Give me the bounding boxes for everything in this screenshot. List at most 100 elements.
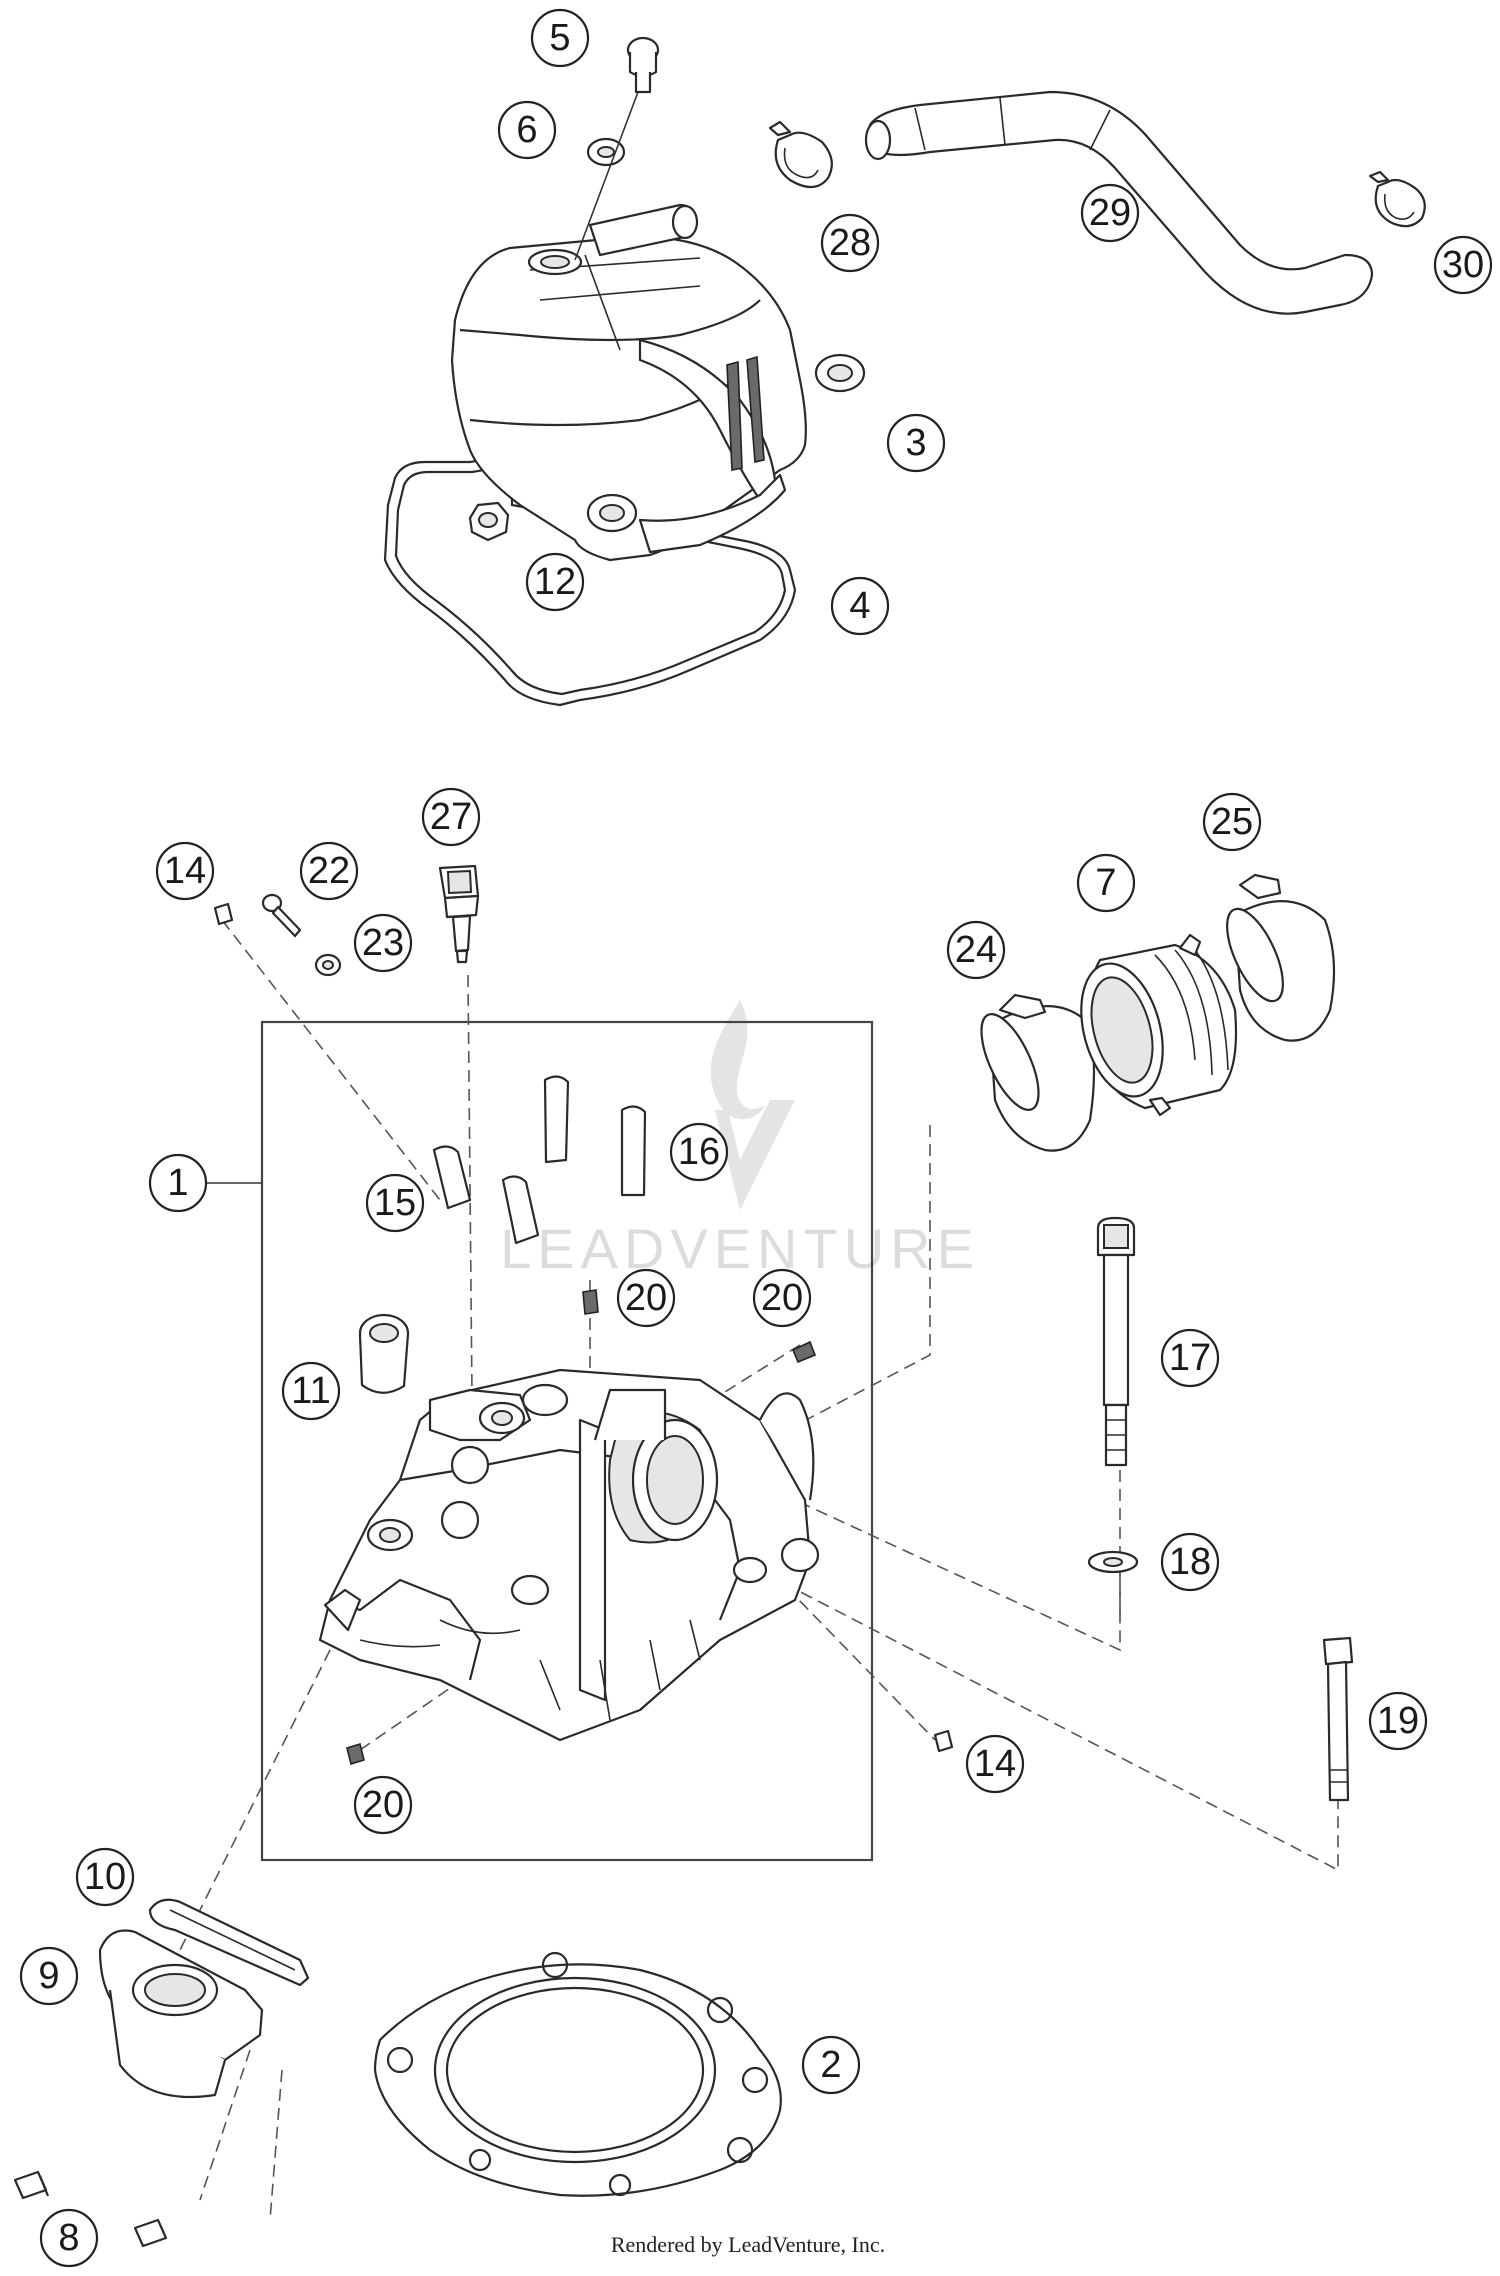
callout-29: 29	[1080, 183, 1140, 243]
svg-text:23: 23	[362, 922, 404, 964]
callout-7: 7	[1076, 853, 1136, 913]
svg-text:24: 24	[955, 929, 997, 971]
callout-22: 22	[299, 841, 359, 901]
hose-clamp-part	[1368, 170, 1426, 228]
seal-washer-part	[586, 137, 626, 167]
breather-hose-part	[864, 90, 1374, 315]
dashed-leader	[719, 1344, 801, 1396]
svg-text:15: 15	[374, 1182, 416, 1224]
callout-24: 24	[946, 920, 1006, 980]
svg-text:6: 6	[516, 109, 537, 151]
intake-clamp-part	[1226, 873, 1336, 1042]
svg-text:7: 7	[1095, 862, 1116, 904]
callout-30: 30	[1433, 235, 1493, 295]
cylinder-head-part	[318, 1368, 820, 1742]
callout-17: 17	[1160, 1328, 1220, 1388]
valve-guide-part	[543, 1075, 647, 1197]
dowel-pin-part	[933, 1729, 954, 1753]
svg-text:1: 1	[167, 1162, 188, 1204]
callout-3: 3	[886, 413, 946, 473]
callout-15: 15	[365, 1173, 425, 1233]
callout-5: 5	[530, 8, 590, 68]
callout-14: 14	[965, 1734, 1025, 1794]
svg-text:20: 20	[761, 1277, 803, 1319]
svg-text:28: 28	[829, 222, 871, 264]
svg-text:18: 18	[1169, 1541, 1211, 1583]
intake-flange-part	[98, 1929, 264, 2099]
svg-text:16: 16	[678, 1131, 720, 1173]
svg-text:12: 12	[534, 561, 576, 603]
set-screw-part	[582, 1289, 599, 1315]
dashed-leader	[199, 2049, 251, 2201]
svg-text:17: 17	[1169, 1337, 1211, 1379]
callout-20: 20	[616, 1268, 676, 1328]
cylinder-head-group-box	[260, 1020, 874, 1862]
oil-plug-part	[261, 893, 302, 938]
dashed-leader	[467, 974, 473, 1396]
valve-guide-part	[432, 1145, 540, 1245]
callout-14: 14	[155, 841, 215, 901]
svg-text:27: 27	[430, 796, 472, 838]
svg-text:20: 20	[362, 1784, 404, 1826]
valve-cover-part	[450, 203, 866, 562]
callout-23: 23	[353, 913, 413, 973]
set-screw-part	[791, 1340, 817, 1364]
bolt-leader-line	[574, 91, 639, 261]
intake-gasket-part	[148, 1898, 310, 1987]
hose-clamp-part	[768, 120, 833, 189]
callout-12: 12	[525, 552, 585, 612]
dashed-leader	[729, 1469, 1121, 1652]
callout-2: 2	[801, 2035, 861, 2095]
bolt-washer-part	[1087, 1550, 1139, 1574]
dashed-leader	[159, 1649, 331, 1991]
watermark: LEADVENTURE	[500, 1000, 980, 1280]
intake-boot-part	[1080, 933, 1238, 1117]
callout-18: 18	[1160, 1532, 1220, 1592]
flange-bolt-part	[133, 2218, 168, 2248]
svg-text:19: 19	[1377, 1700, 1419, 1742]
svg-text:25: 25	[1211, 801, 1253, 843]
dashed-leader	[699, 1539, 1339, 1872]
svg-text:11: 11	[291, 1370, 330, 1412]
render-credit: Rendered by LeadVenture, Inc.	[611, 2232, 885, 2257]
flange-bolt-part	[13, 2170, 50, 2200]
callout-10: 10	[75, 1847, 135, 1907]
svg-text:10: 10	[84, 1856, 126, 1898]
svg-text:29: 29	[1089, 192, 1131, 234]
callout-16: 16	[669, 1122, 729, 1182]
svg-text:2: 2	[820, 2044, 841, 2086]
cover-bolt-part	[626, 36, 660, 94]
svg-text:30: 30	[1442, 244, 1484, 286]
callout-1: 1	[148, 1153, 208, 1213]
callout-25: 25	[1202, 792, 1262, 852]
callout-20: 20	[752, 1268, 812, 1328]
svg-text:22: 22	[308, 850, 350, 892]
dashed-leader	[269, 2069, 283, 2221]
svg-text:9: 9	[38, 1955, 59, 1997]
callout-27: 27	[421, 787, 481, 847]
svg-text:14: 14	[164, 850, 206, 892]
svg-text:5: 5	[549, 17, 570, 59]
dowel-pin-part	[213, 902, 234, 926]
temperature-sensor-part	[438, 864, 480, 964]
spark-plug-tube-part	[358, 1313, 410, 1394]
cover-nut-part	[468, 501, 510, 542]
dashed-leader	[221, 919, 441, 1201]
head-bolt-part	[1322, 1636, 1354, 1802]
callout-28: 28	[820, 213, 880, 273]
svg-text:3: 3	[905, 422, 926, 464]
callout-8: 8	[39, 2208, 99, 2268]
watermark-text: LEADVENTURE	[500, 1217, 980, 1280]
head-gasket-part	[373, 1951, 782, 2197]
callout-19: 19	[1368, 1691, 1428, 1751]
set-screw-part	[346, 1742, 365, 1766]
plug-washer-part	[314, 953, 342, 977]
callout-6: 6	[497, 100, 557, 160]
svg-text:14: 14	[974, 1743, 1016, 1785]
svg-text:20: 20	[625, 1277, 667, 1319]
callout-11: 11	[281, 1361, 341, 1421]
callout-20: 20	[353, 1775, 413, 1835]
intake-clamp-part	[980, 993, 1096, 1152]
